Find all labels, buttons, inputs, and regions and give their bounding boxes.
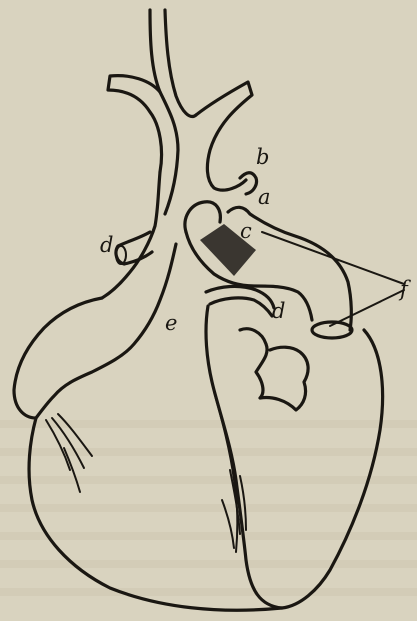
right-auricle xyxy=(240,329,308,410)
label-d-left: d xyxy=(100,233,113,257)
bleed-through-texture xyxy=(0,420,417,596)
label-c: c xyxy=(240,219,252,243)
label-d-right: d xyxy=(272,299,285,323)
top-vessel-left-wall xyxy=(150,10,178,214)
label-a: a xyxy=(258,185,271,209)
top-vessel-right-wall xyxy=(165,10,196,116)
pointer-line-f-lower xyxy=(330,290,404,326)
upper-left-branch xyxy=(108,76,162,172)
interventricular-groove xyxy=(214,392,237,552)
pointer-line-f-upper xyxy=(262,232,404,284)
label-b: b xyxy=(256,145,269,169)
label-f: f xyxy=(398,277,411,301)
pulmonary-stub-d-right-lower xyxy=(210,298,272,316)
atrioventricular-groove xyxy=(36,244,176,418)
aortic-arch-inner xyxy=(185,202,220,232)
label-e: e xyxy=(165,311,177,335)
